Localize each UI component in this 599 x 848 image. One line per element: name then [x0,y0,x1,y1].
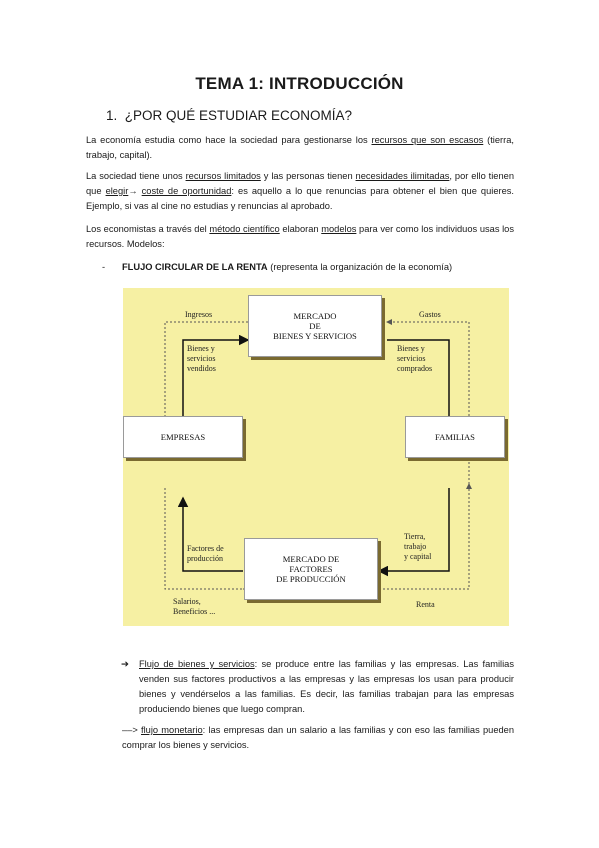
text: , por ello tienen que [86,171,514,196]
circular-flow-diagram: MERCADO DE BIENES Y SERVICIOS EMPRESAS F… [123,288,509,626]
bullet-rest: (representa la organización de la econom… [267,262,453,272]
section-heading: 1. ¿POR QUÉ ESTUDIAR ECONOMÍA? [106,108,352,123]
label-line: servicios [397,354,426,363]
section-number: 1. [106,108,118,123]
money-flow-bottom-right [387,483,472,590]
underlined-term: elegir [105,186,129,196]
section-title: ¿POR QUÉ ESTUDIAR ECONOMÍA? [124,108,353,123]
label-line: Tierra, [404,532,426,541]
box-line: FACTORES [289,564,333,574]
label-line: Factores de [187,544,224,553]
box-households: FAMILIAS [405,416,505,458]
note-money-flow: ––> flujo monetario: las empresas dan un… [122,723,514,753]
paragraph-models: Los economistas a través del método cien… [86,222,514,252]
text: Los economistas a través del [86,224,210,234]
text: : es aquello a lo que renuncias para obt… [86,186,514,211]
money-flow-bottom-left [164,488,243,590]
underlined-term: coste de oportunidad [141,186,232,196]
text: y las personas tienen [260,171,356,181]
page-title: TEMA 1: INTRODUCCIÓN [195,74,404,93]
label-gastos: Gastos [419,310,441,319]
arrow-right-icon: ➔ [121,659,129,669]
label-renta: Renta [416,600,435,609]
label-goods-bought: Bienes y servicios comprados [397,344,432,374]
text: para ver como los individuos usas los re… [86,224,515,249]
label-line: y capital [404,552,432,561]
paragraph-opportunity-cost: La sociedad tiene unos recursos limitado… [86,169,514,214]
underlined-term: recursos que son escasos [371,135,484,145]
box-goods-market: MERCADO DE BIENES Y SERVICIOS [248,295,382,357]
text: La sociedad tiene unos [86,171,186,181]
label-line: Salarios, [173,597,201,606]
flow-arrows [162,319,472,590]
label-production-factors: Factores de producción [187,544,224,564]
box-firms: EMPRESAS [123,416,243,458]
underlined-term: flujo monetario [141,725,203,735]
label-line: Beneficios ... [173,607,216,616]
label-ingresos: Ingresos [185,310,213,319]
label-line: servicios [187,354,216,363]
text: elaboran [279,224,322,234]
label-line: trabajo [404,542,427,551]
arrow-icon: → [128,186,142,196]
label-line: producción [187,554,223,563]
bullet-bold: FLUJO CIRCULAR DE LA RENTA [122,262,268,272]
label-wages-profits: Salarios, Beneficios ... [173,597,215,617]
underlined-term: método científico [209,224,280,234]
label-goods-sold: Bienes y servicios vendidos [187,344,216,374]
box-line: MERCADO DE [282,554,340,564]
box-line: MERCADO [293,311,337,321]
goods-flow-left [182,334,250,416]
text: (tierra, trabajo, capital). [86,135,514,160]
bullet-text: FLUJO CIRCULAR DE LA RENTA (representa l… [122,262,452,272]
text: : se produce entre las familias y las em… [139,659,515,714]
label-land-labor-capital: Tierra, trabajo y capital [404,532,431,562]
label-line: comprados [397,364,433,373]
label-line: Bienes y [187,344,215,353]
underlined-term: necesidades ilimitadas [355,171,450,181]
underlined-term: modelos [321,224,357,234]
box-line: DE PRODUCCIÓN [276,574,346,584]
goods-flow-right [387,339,455,442]
label-line: Bienes y [397,344,425,353]
dash-arrow-icon: ––> [122,725,141,735]
bullet-dash: - [102,262,106,272]
label-line: vendidos [187,364,216,373]
factors-flow-right [377,488,450,577]
box-line: BIENES Y SERVICIOS [273,331,357,341]
paragraph-scarcity: La economía estudia como hace la socieda… [86,133,514,163]
text: : las empresas dan un salario a las fami… [122,725,514,750]
underlined-term: Flujo de bienes y servicios [139,659,255,669]
money-flow-top-left [162,321,248,441]
box-line: DE [309,321,321,331]
box-factor-market: MERCADO DE FACTORES DE PRODUCCIÓN [244,538,378,600]
note-goods-flow: ➔ Flujo de bienes y servicios: se produce… [121,657,515,717]
underlined-term: recursos limitados [185,171,261,181]
factors-flow-left [177,496,243,572]
text: La economía estudia como hace la socieda… [86,135,372,145]
